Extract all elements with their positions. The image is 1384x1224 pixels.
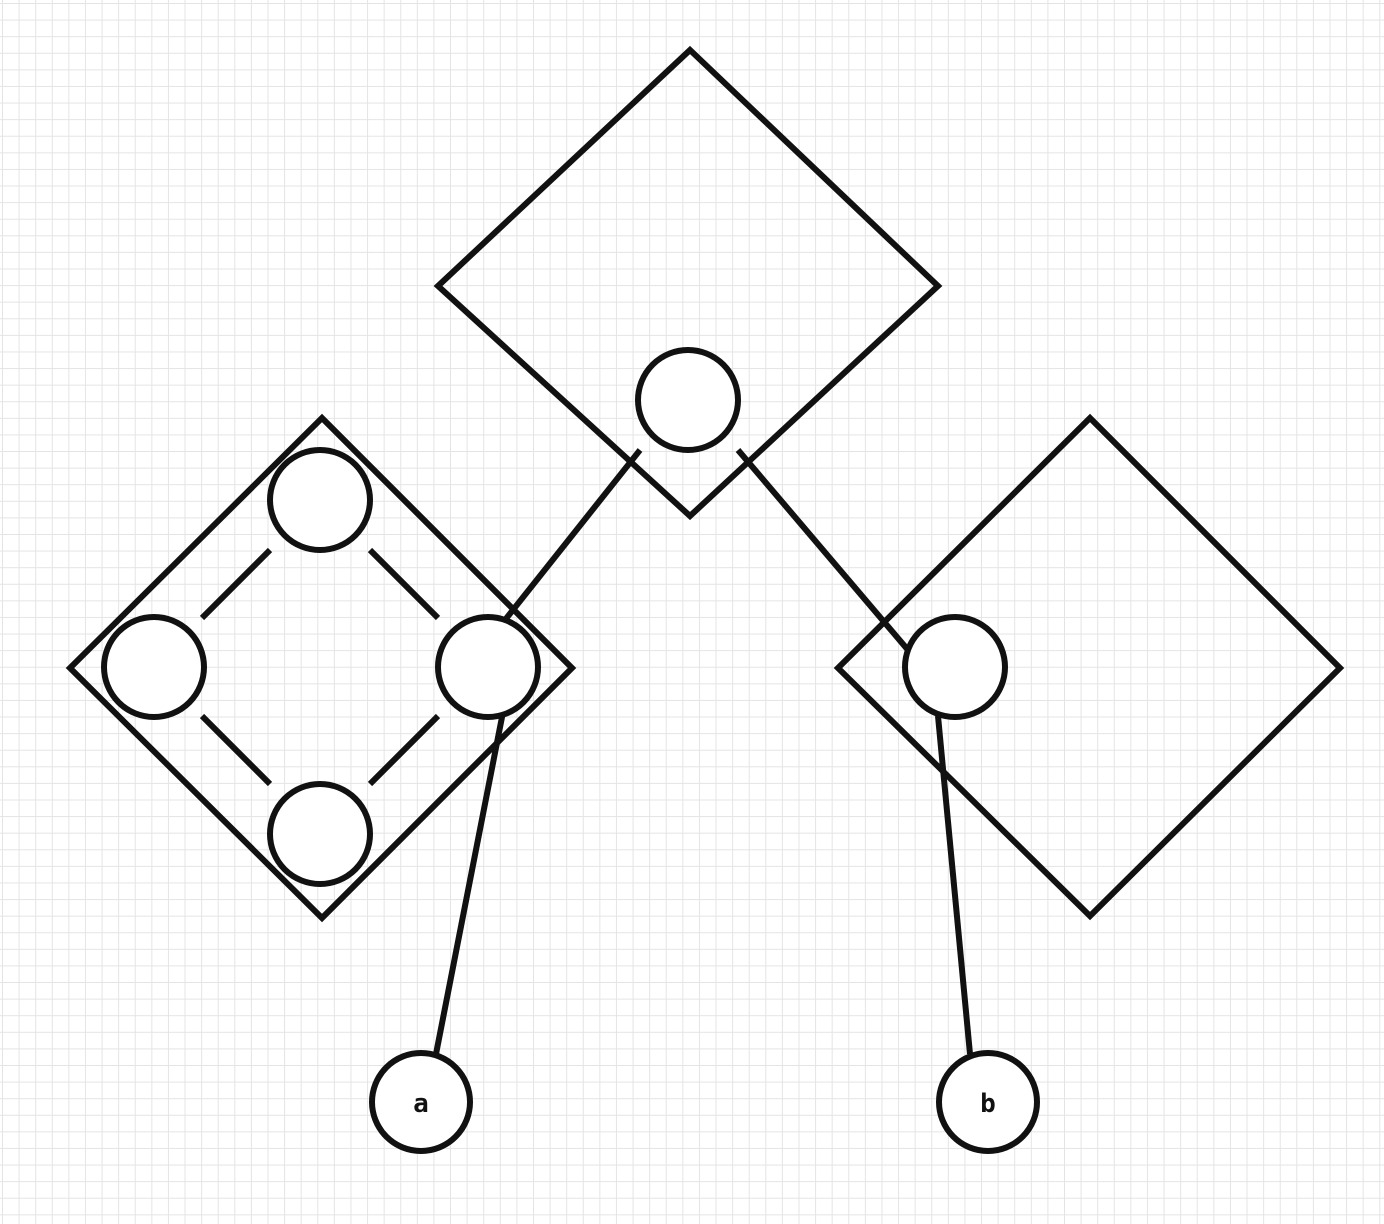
edge-left-node-to-terminal-a: [433, 711, 506, 1055]
terminal-a-node[interactable]: [369, 1050, 473, 1154]
right-diamond[interactable]: [833, 413, 1345, 921]
right-node[interactable]: [902, 614, 1008, 720]
edge-top-node-to-right-node: [735, 448, 911, 652]
left-diamond[interactable]: [65, 413, 577, 923]
left-ring-node-top[interactable]: [267, 447, 373, 553]
ring-link-top-left: [199, 547, 273, 621]
terminal-a-label: a: [413, 1089, 429, 1119]
terminal-b-node[interactable]: [936, 1050, 1040, 1154]
left-ring-node-left[interactable]: [101, 614, 207, 720]
left-ring-node-right[interactable]: [435, 614, 541, 720]
left-ring-node-bottom[interactable]: [267, 781, 373, 887]
top-diamond[interactable]: [433, 45, 943, 521]
edge-right-node-to-terminal-b: [935, 715, 973, 1055]
ring-link-bottom-right: [367, 713, 441, 787]
edge-top-node-to-left-node: [502, 448, 643, 622]
terminal-b-label: b: [980, 1089, 996, 1119]
ring-link-top-right: [367, 547, 441, 621]
ring-link-bottom-left: [199, 713, 273, 787]
top-node[interactable]: [635, 347, 741, 453]
